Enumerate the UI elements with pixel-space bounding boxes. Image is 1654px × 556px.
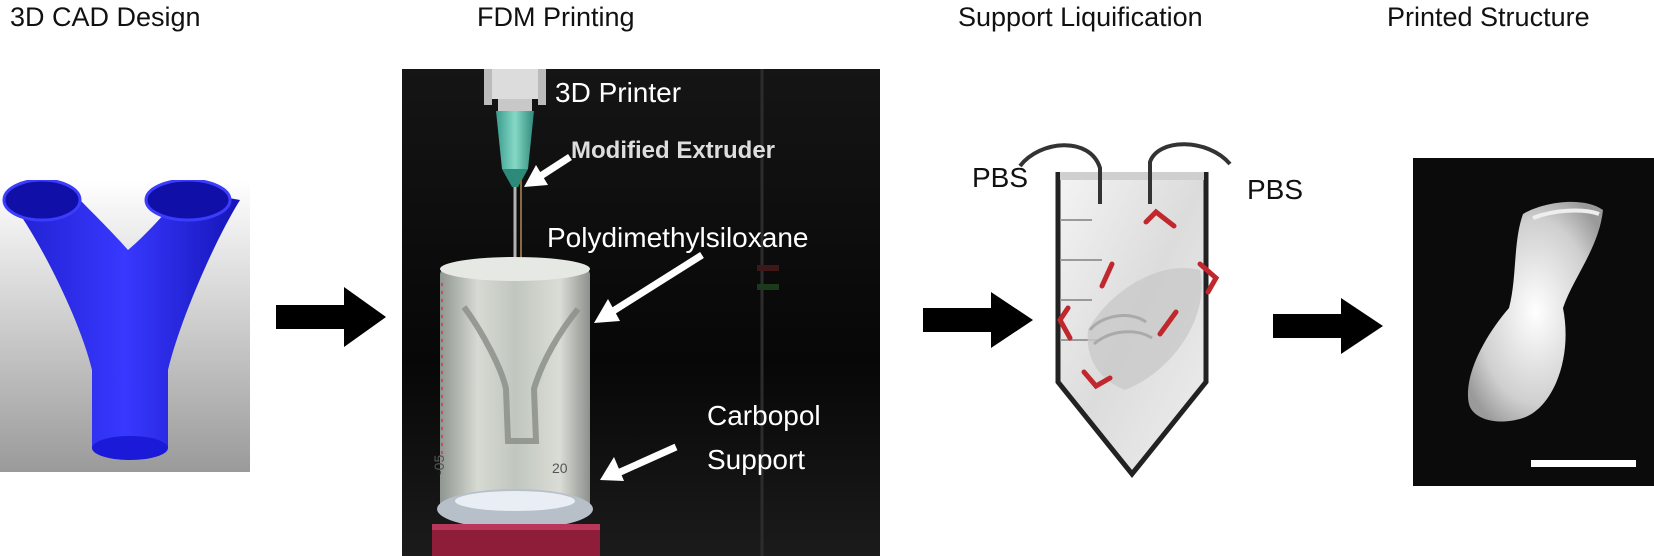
label-3d-printer: 3D Printer [555,77,682,108]
pbs-tube-left [1018,143,1102,204]
syringe-barrel [490,69,540,99]
cad-y-junction-body [10,190,240,448]
stage-title-printed: Printed Structure [1387,2,1590,32]
pointer-arrow-extruder [524,154,572,187]
extruder-nozzle [496,111,534,169]
annotation-arrows [524,154,704,481]
stage-title-liquification: Support Liquification [958,2,1203,32]
cad-model-panel [0,180,250,472]
fdm-printing-photo: -05 20 [402,69,880,556]
label-modified-extruder: Modified Extruder [571,137,776,164]
printed-y-structure [1467,201,1603,422]
label-pbs-left: PBS [972,162,1029,193]
label-polydimethylsiloxane: Polydimethylsiloxane [547,222,809,253]
label-support: Support [707,444,806,475]
pbs-tube-right [1148,142,1232,204]
printed-y-in-gel [461,305,581,444]
flow-arrow-3 [1273,298,1383,354]
label-pbs-right: PBS [1247,174,1304,205]
support-boundary-dashes [1057,208,1220,390]
stage-title-cad: 3D CAD Design [10,2,201,32]
beaker-mark-2: 20 [552,460,568,476]
cad-left-opening [2,180,82,222]
beaker-mark: -05 [431,455,447,475]
flow-arrow-1 [276,287,386,347]
pointer-arrow-pdms [594,252,704,323]
stage-title-fdm: FDM Printing [477,2,635,32]
cad-bottom-opening [92,436,168,460]
cad-right-opening [144,180,232,222]
printed-structure-photo [1413,158,1654,486]
liquification-tube [1018,142,1232,478]
scale-bar [1531,460,1636,467]
label-carbopol: Carbopol [707,400,821,431]
flow-arrow-2 [923,292,1033,348]
pointer-arrow-support [600,443,678,481]
